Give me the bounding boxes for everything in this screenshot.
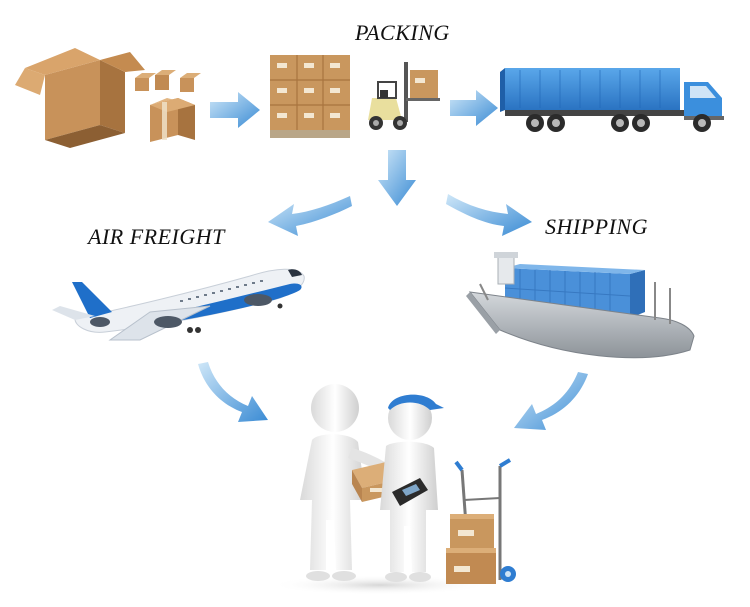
delivery-people-icon: [270, 384, 490, 595]
arrow-right-icon: [210, 92, 260, 128]
arrow-curved-left-icon: [268, 196, 352, 236]
hand-truck-icon: [446, 458, 516, 584]
cap-icon: [388, 394, 444, 410]
container-truck-icon: [500, 68, 724, 132]
arrow-right-icon: [450, 90, 498, 126]
pallet-of-boxes-icon: [270, 55, 350, 138]
airplane-icon: [52, 268, 305, 341]
arrow-curved-right-icon: [446, 194, 532, 236]
label-air-freight: AIR FREIGHT: [88, 224, 225, 249]
arrow-curved-down-right-icon: [198, 362, 268, 422]
arrow-curved-down-left-icon: [514, 372, 588, 430]
barcode-scanner-icon: [392, 478, 428, 506]
label-shipping: SHIPPING: [545, 214, 648, 239]
person-right-figure: [380, 394, 444, 582]
arrow-down-icon: [378, 150, 416, 206]
cargo-ship-icon: [466, 252, 695, 359]
forklift-icon: [368, 62, 440, 130]
open-cardboard-box-icon: [15, 48, 201, 148]
label-packing: PACKING: [355, 20, 450, 45]
